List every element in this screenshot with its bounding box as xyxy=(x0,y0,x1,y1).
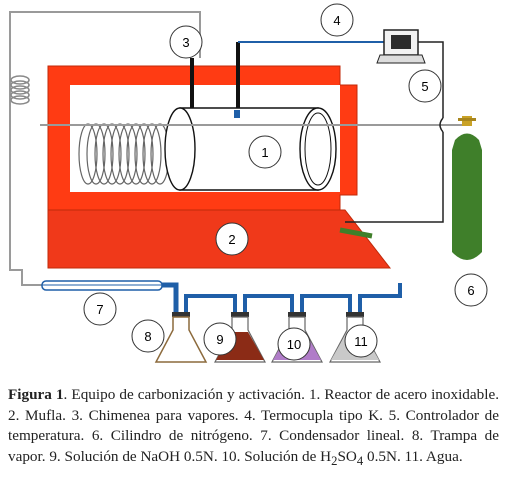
nitrogen-cylinder xyxy=(452,116,482,260)
caption-subscript-4: 4 xyxy=(356,453,364,468)
figure-label: Figura 1 xyxy=(8,386,64,403)
caption-text-end: 0.5N. 11. Agua. xyxy=(363,447,463,465)
caption-text: . Equipo de carbonización y activación. … xyxy=(8,386,499,465)
svg-text:2: 2 xyxy=(228,232,235,247)
callout-1: 1 xyxy=(248,135,282,169)
line-hop xyxy=(439,117,444,133)
svg-text:5: 5 xyxy=(421,79,428,94)
vapor-chimney xyxy=(190,58,194,108)
caption-subscript-2: 2 xyxy=(331,453,338,468)
thermocouple-tip xyxy=(234,110,240,118)
callout-7: 7 xyxy=(83,292,117,326)
svg-text:7: 7 xyxy=(96,302,103,317)
callout-6: 6 xyxy=(454,273,488,307)
condenser-outlet xyxy=(162,282,179,312)
svg-text:4: 4 xyxy=(333,13,340,28)
svg-text:3: 3 xyxy=(182,35,189,50)
trap-tubing xyxy=(174,283,402,312)
callout-10: 10 xyxy=(277,327,311,361)
controller-line xyxy=(345,41,444,223)
preheating-coil xyxy=(10,75,30,105)
svg-text:10: 10 xyxy=(287,337,301,352)
vapor-trap-flask xyxy=(154,312,208,363)
thermocouple xyxy=(236,42,240,108)
callout-2: 2 xyxy=(215,222,249,256)
callout-5: 5 xyxy=(408,69,442,103)
apparatus-diagram: 1 2 3 4 5 6 7 8 9 10 11 xyxy=(9,3,488,363)
linear-condenser xyxy=(41,280,163,291)
callout-9: 9 xyxy=(203,322,237,356)
figure-caption: Figura 1. Equipo de carbonización y acti… xyxy=(8,385,499,471)
svg-text:9: 9 xyxy=(216,332,223,347)
temperature-controller xyxy=(376,29,426,64)
callout-8: 8 xyxy=(131,319,165,353)
svg-text:11: 11 xyxy=(354,334,368,349)
svg-text:8: 8 xyxy=(144,329,151,344)
svg-text:1: 1 xyxy=(261,145,268,160)
callout-11: 11 xyxy=(344,324,378,358)
callout-4: 4 xyxy=(320,3,354,37)
svg-text:6: 6 xyxy=(467,283,474,298)
caption-text-so: SO xyxy=(337,447,357,465)
nitrogen-line xyxy=(9,11,201,286)
callout-3: 3 xyxy=(169,25,203,59)
